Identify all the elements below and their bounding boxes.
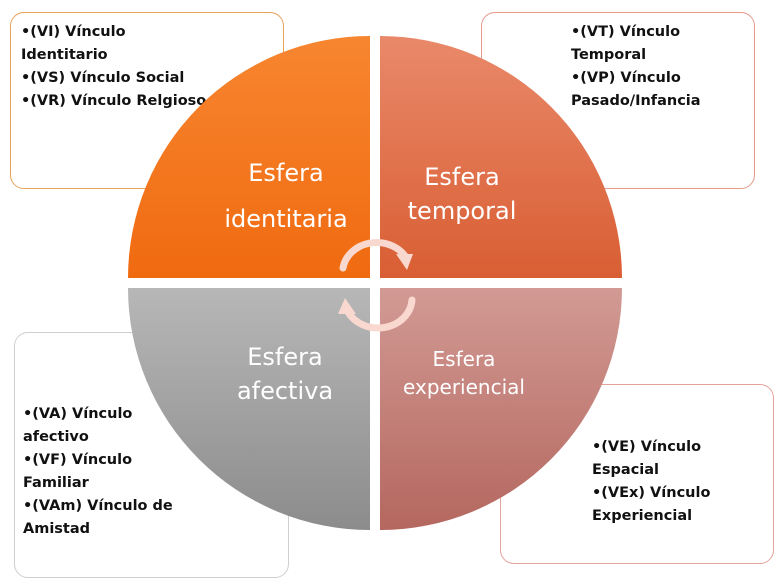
link-item-vt: •(VT) Vínculo Temporal <box>571 24 681 63</box>
link-item-vex: •(VEx) Vínculo Experiencial <box>592 485 711 524</box>
link-item-vr: •(VR) Vínculo Relgioso <box>21 93 207 109</box>
label-line: identitaria <box>224 205 348 233</box>
affective-links-list: •(VA) Vínculo afectivo •(VF) Vínculo Fam… <box>23 403 193 541</box>
label-line: afectiva <box>236 377 334 405</box>
quadrant-afectiva <box>128 288 370 530</box>
link-item-vam: •(VAm) Vínculo de Amistad <box>23 498 173 537</box>
link-item-vp: •(VP) Vínculo Pasado/Infancia <box>571 70 701 109</box>
cycle-arrows-icon <box>338 239 416 332</box>
label-line: experiencial <box>403 375 525 399</box>
link-item-ve: •(VE) Vínculo Espacial <box>592 439 702 478</box>
label-line: Esfera <box>247 343 323 371</box>
quadrant-experiencial <box>380 288 622 530</box>
label-line: Esfera <box>248 159 324 187</box>
quadrant-temporal <box>380 36 622 278</box>
temporal-links-list: •(VT) Vínculo Temporal •(VP) Vínculo Pas… <box>571 21 731 113</box>
label-esfera-identitaria: Esfera identitaria <box>186 150 386 242</box>
label-esfera-afectiva: Esfera afectiva <box>195 340 375 408</box>
label-line: temporal <box>407 197 517 225</box>
quadrant-identitaria <box>128 36 370 278</box>
experiential-links-list: •(VE) Vínculo Espacial •(VEx) Vínculo Ex… <box>592 436 762 528</box>
label-esfera-temporal: Esfera temporal <box>372 160 552 228</box>
link-item-va: •(VA) Vínculo afectivo <box>23 406 133 445</box>
identity-links-list: •(VI) Vínculo Identitario •(VS) Vínculo … <box>21 21 211 113</box>
link-item-vs: •(VS) Vínculo Social <box>21 70 185 86</box>
label-line: Esfera <box>424 163 500 191</box>
link-item-vi: •(VI) Vínculo Identitario <box>21 24 126 63</box>
link-item-vf: •(VF) Vínculo Familiar <box>23 452 133 491</box>
label-esfera-experiencial: Esfera experiencial <box>374 345 554 401</box>
label-line: Esfera <box>432 347 496 371</box>
